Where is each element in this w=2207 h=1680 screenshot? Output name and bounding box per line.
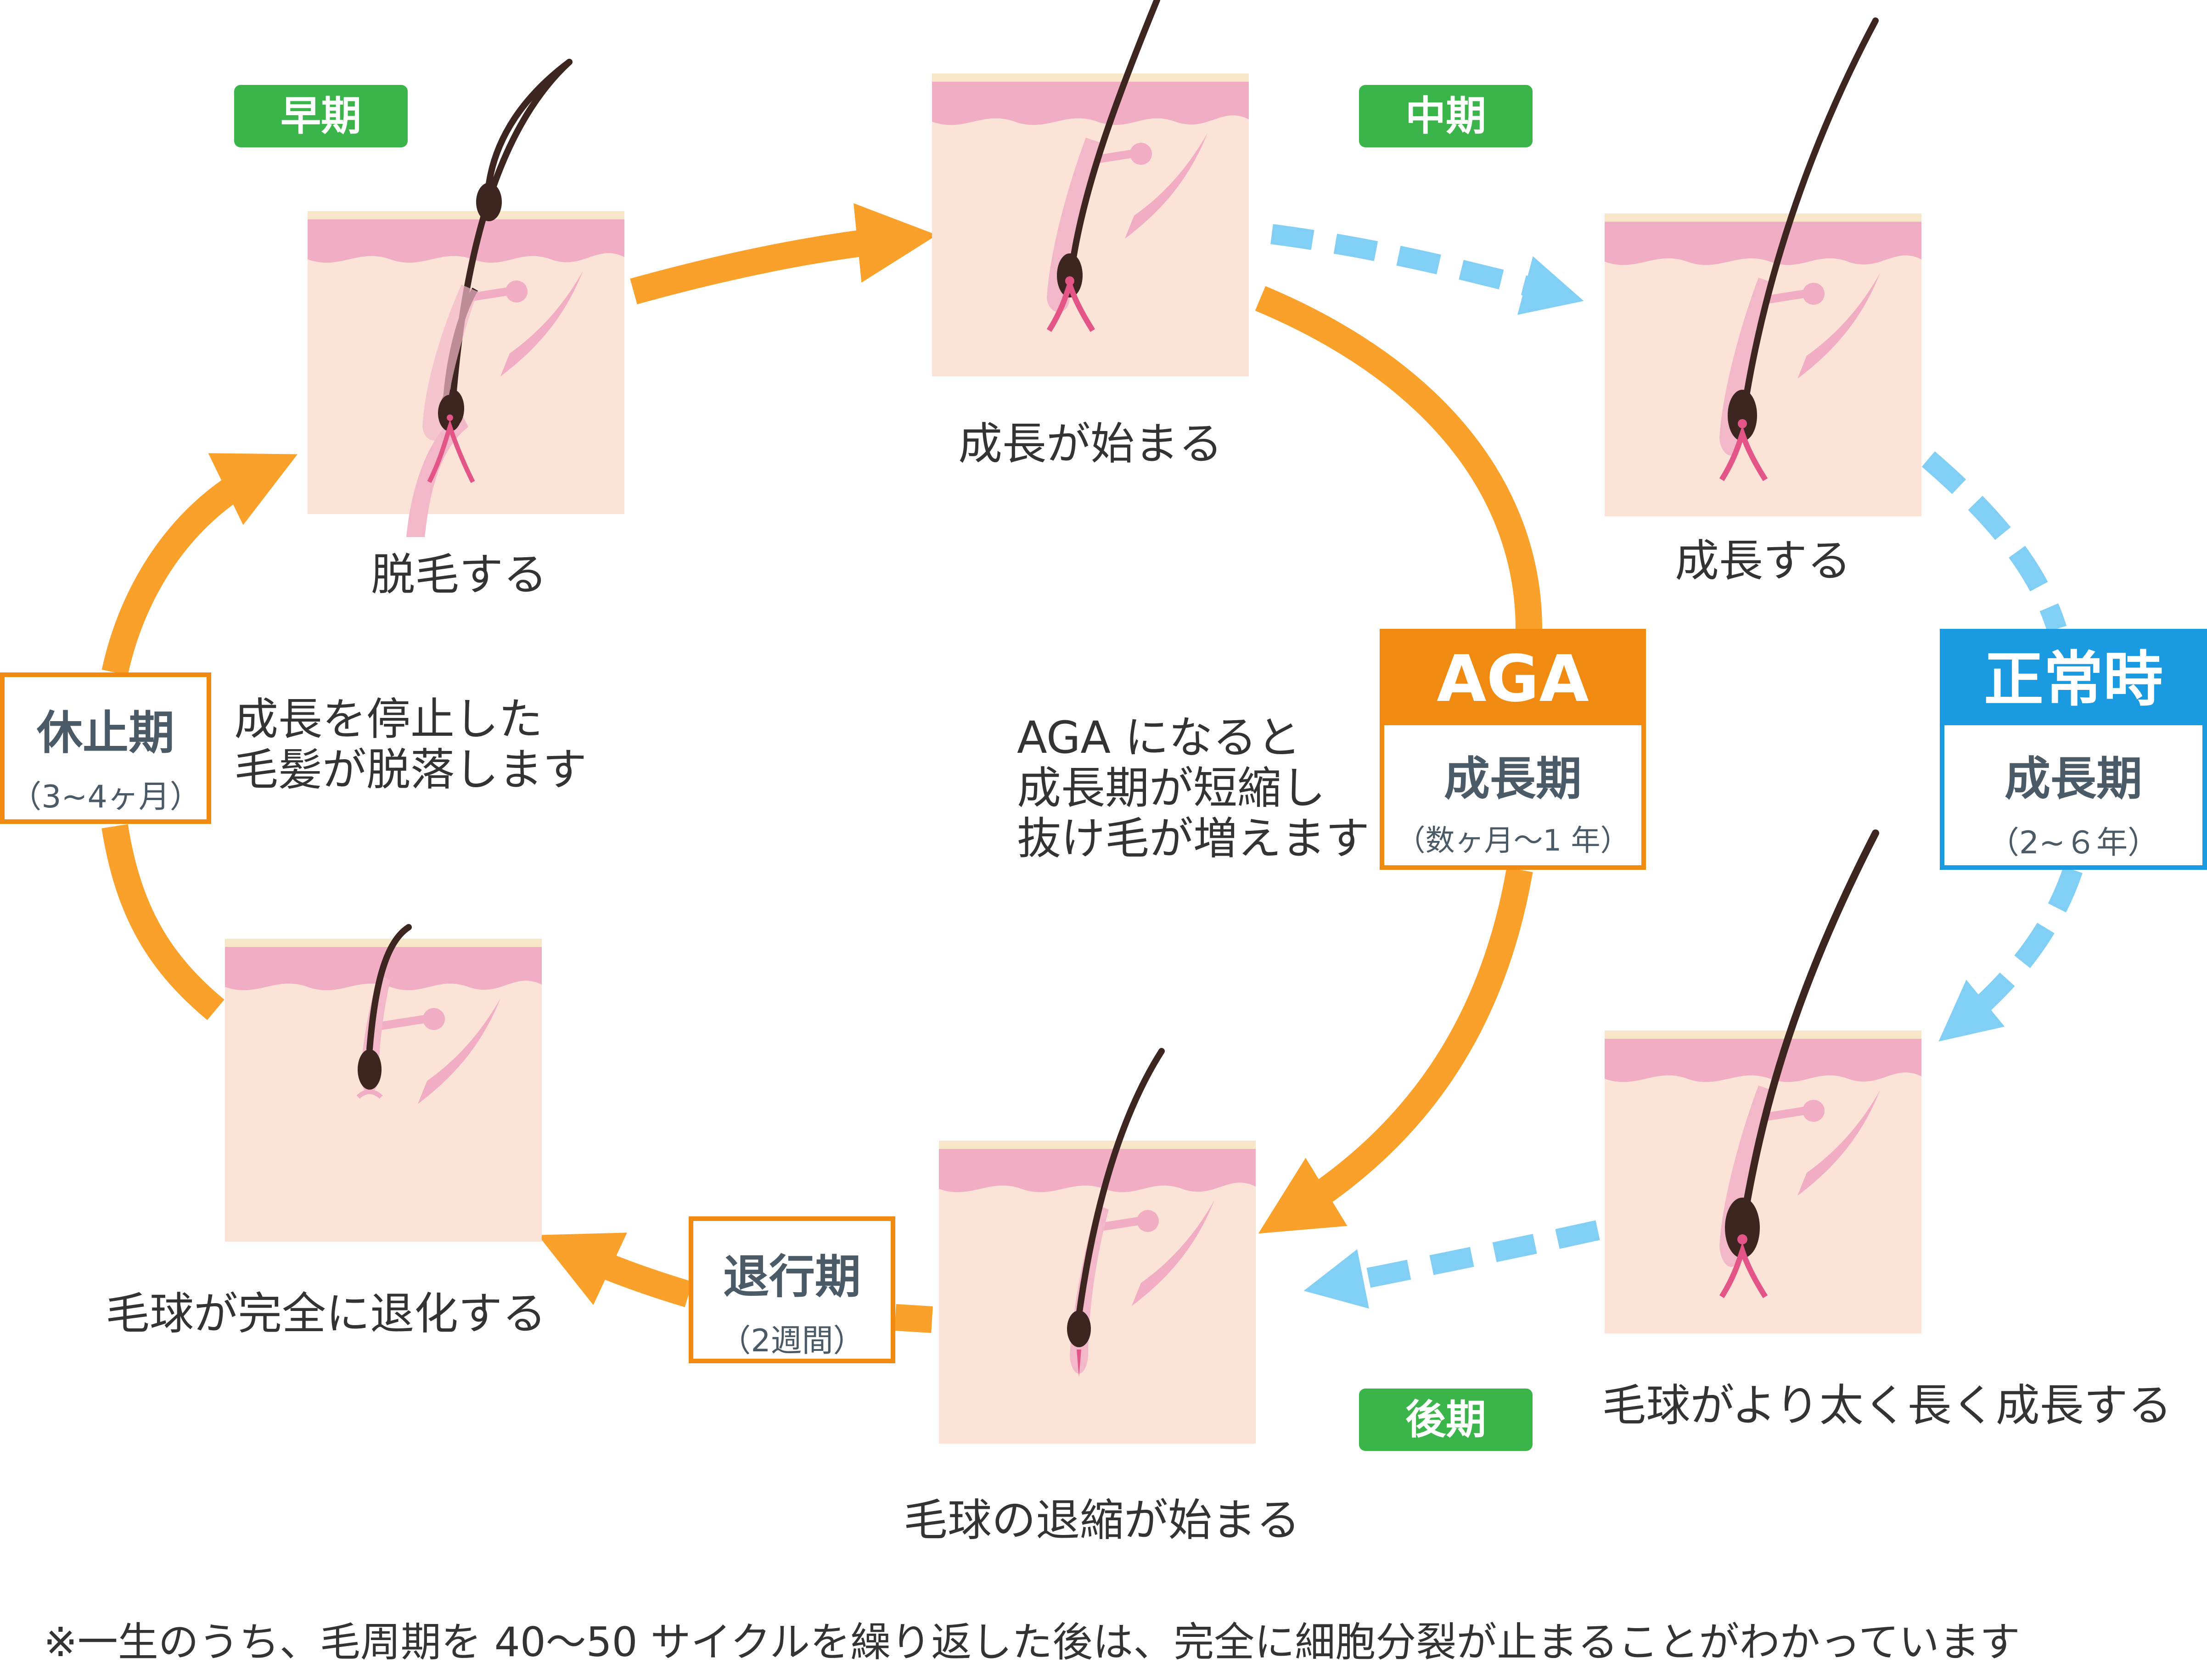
normal-header: 正常時 <box>1944 633 2202 725</box>
footnote: ※一生のうち、毛周期を 40〜50 サイクルを繰り返した後は、完全に細胞分裂が止… <box>44 1618 2020 1666</box>
resting-phase-duration: （3~4ヶ月） <box>10 779 201 815</box>
arrow-start-to-growing <box>1270 224 1584 315</box>
arrow-resting-to-hairloss <box>101 453 298 676</box>
stage-label-hair-loss: 脱毛する <box>371 549 547 600</box>
aga-growth-duration: （数ヶ月〜1 年） <box>1396 824 1630 858</box>
tile-hair-loss <box>308 59 624 537</box>
arrow-catagen-to-regressed <box>538 1232 693 1307</box>
aga-note-line1: AGA になると <box>1017 712 1301 763</box>
tile-bulb-grows <box>1605 829 1921 1333</box>
arrow-aga-to-regression <box>1258 868 1533 1234</box>
arrow-growing-to-normal <box>1921 451 2067 632</box>
normal-phase-box: 正常時 成長期 （2~６年） <box>1940 629 2207 870</box>
catagen-phase-duration: （2週間） <box>719 1323 865 1359</box>
normal-growth-title: 成長期 <box>2005 752 2142 806</box>
stage-label-bulb-shrinks: 毛球の退縮が始まる <box>904 1495 1300 1546</box>
resting-description-line1: 成長を停止した <box>234 694 543 745</box>
arrow-rest-to-start <box>630 203 937 304</box>
catagen-phase-box: 退行期 （2週間） <box>689 1216 895 1363</box>
aga-note-line3: 抜け毛が増えます <box>1017 813 1370 864</box>
phase-tag-early: 早期 <box>234 85 408 147</box>
aga-header: AGA <box>1384 633 1641 725</box>
phase-tag-late: 後期 <box>1359 1389 1533 1451</box>
tile-bulb-regressed <box>225 924 542 1242</box>
arrow-bulb-to-regression <box>1303 1220 1600 1309</box>
catagen-phase-title: 退行期 <box>723 1250 861 1304</box>
arrow-start-to-aga <box>1255 286 1542 629</box>
arrow-regressed-to-resting <box>101 824 225 1020</box>
resting-phase-title: 休止期 <box>37 706 174 760</box>
aga-note-line2: 成長期が短縮し <box>1017 762 1325 814</box>
aga-growth-title: 成長期 <box>1444 752 1582 806</box>
arrow-regression-to-catagen <box>894 1304 933 1333</box>
tile-growing <box>1605 17 1921 516</box>
tile-growth-starts <box>932 0 1249 376</box>
aga-phase-box: AGA 成長期 （数ヶ月〜1 年） <box>1380 629 1646 870</box>
tile-regression-begins <box>939 1048 1256 1444</box>
phase-tag-middle: 中期 <box>1359 85 1533 147</box>
stage-label-growing: 成長する <box>1675 535 1851 587</box>
resting-description-line2: 毛髪が脱落します <box>234 744 587 795</box>
resting-phase-box: 休止期 （3~4ヶ月） <box>0 672 211 824</box>
stage-label-growth-starts: 成長が始まる <box>958 418 1223 470</box>
arrow-normal-to-bulb <box>1938 867 2083 1042</box>
stage-label-bulb-grows: 毛球がより太く長く成長する <box>1602 1380 2172 1431</box>
stage-label-bulb-regresses: 毛球が完全に退化する <box>106 1288 546 1339</box>
normal-growth-duration: （2~６年） <box>1988 825 2159 861</box>
